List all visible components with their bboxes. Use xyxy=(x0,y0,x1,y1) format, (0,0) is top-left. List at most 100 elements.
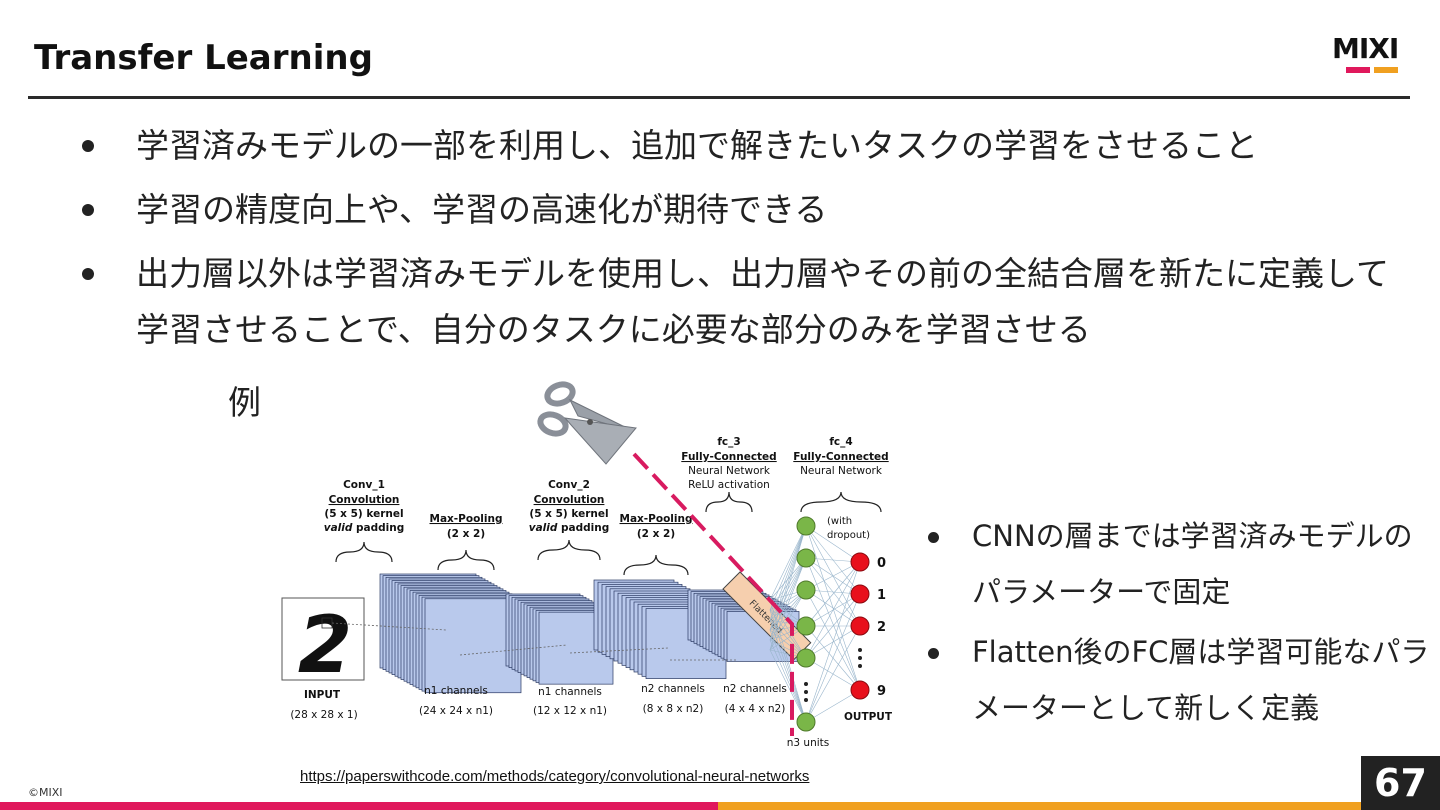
fc4-desc1: Neural Network xyxy=(800,465,883,477)
footer-bar-pink xyxy=(0,802,718,810)
side-bullet-list: CNNの層までは学習済みモデルのパラメーターで固定 Flatten後のFC層は学… xyxy=(922,508,1432,740)
output-node xyxy=(850,680,870,700)
svg-text:valid padding: valid padding xyxy=(324,522,405,534)
output-node xyxy=(850,616,870,636)
conv2-kernel: (5 x 5) kernel xyxy=(529,508,608,520)
ellipsis-dot xyxy=(858,648,862,652)
conv1-padding-em: valid xyxy=(324,522,353,534)
stack3-dims: (8 x 8 x n2) xyxy=(643,703,704,715)
footer-bar-orange xyxy=(718,802,1440,810)
net-edge xyxy=(805,589,861,627)
net-edge xyxy=(805,593,861,723)
dropout-line1: (with xyxy=(827,516,852,527)
net-edge xyxy=(805,589,861,691)
hidden-node xyxy=(796,616,816,636)
net-edge xyxy=(769,609,807,723)
net-edge xyxy=(769,649,807,723)
bullet-item: 学習済みモデルの一部を利用し、追加で解きたいタスクの学習をさせること xyxy=(80,118,1400,174)
svg-text:valid padding: valid padding xyxy=(529,522,610,534)
connector-lines xyxy=(331,622,738,661)
pool2-type: Max-Pooling xyxy=(620,513,693,525)
feature-map xyxy=(424,598,522,694)
output-node-label: 1 xyxy=(877,588,886,603)
conv2-type: Convolution xyxy=(534,494,605,506)
input-dims: (28 x 28 x 1) xyxy=(290,709,357,721)
output-node xyxy=(850,584,870,604)
output-node-label: 9 xyxy=(877,684,886,699)
net-edge xyxy=(805,561,861,723)
brace-fc4 xyxy=(800,491,882,513)
stack1-channels: n1 channels xyxy=(424,685,488,697)
net-connections xyxy=(769,525,861,723)
fc3-name: fc_3 xyxy=(717,436,740,448)
stack2-channels: n1 channels xyxy=(538,686,602,698)
copyright: ©MIXI xyxy=(28,786,63,799)
stack1-dims: (24 x 24 x n1) xyxy=(419,705,493,717)
output-node xyxy=(850,552,870,572)
net-edge xyxy=(769,599,807,723)
net-edge xyxy=(805,561,861,591)
units-label: n3 units xyxy=(787,737,830,749)
bullet-dot-icon xyxy=(82,204,94,216)
dropout-line2: dropout) xyxy=(827,530,870,541)
main-bullet-list: 学習済みモデルの一部を利用し、追加で解きたいタスクの学習をさせること 学習の精度… xyxy=(80,118,1400,366)
conv1-name: Conv_1 xyxy=(343,479,385,491)
bullet-item: 学習の精度向上や、学習の高速化が期待できる xyxy=(80,182,1400,238)
stack4-channels: n2 channels xyxy=(723,683,787,695)
cut-line xyxy=(632,452,794,736)
conv2-padding-em: valid xyxy=(529,522,558,534)
net-edge xyxy=(805,625,861,723)
slide-title: Transfer Learning xyxy=(34,38,373,78)
conv2-name: Conv_2 xyxy=(548,479,590,491)
net-edge xyxy=(769,557,807,611)
net-edge xyxy=(769,589,807,641)
layer-braces xyxy=(335,491,882,576)
ellipsis-dot xyxy=(804,682,808,686)
pool1-header: Max-Pooling (2 x 2) xyxy=(430,513,503,540)
feature-stack-1 xyxy=(379,573,522,694)
ellipsis-dot xyxy=(804,690,808,694)
output-node-label: 2 xyxy=(877,620,886,635)
side-bullet-item: CNNの層までは学習済みモデルのパラメーターで固定 xyxy=(922,508,1432,620)
brace-conv1 xyxy=(335,541,393,563)
output-label: OUTPUT xyxy=(844,711,893,723)
conv2-header: Conv_2 Convolution (5 x 5) kernel valid … xyxy=(529,479,610,534)
logo-bar-pink xyxy=(1346,67,1370,73)
conv1-type: Convolution xyxy=(329,494,400,506)
ellipsis-dot xyxy=(858,664,862,668)
bullet-text: 出力層以外は学習済みモデルを使用し、出力層やその前の全結合層を新たに定義して学習… xyxy=(136,254,1390,349)
net-edge xyxy=(769,609,807,659)
bullet-dot-icon xyxy=(928,648,939,659)
conv1-kernel: (5 x 5) kernel xyxy=(324,508,403,520)
fc4-header: fc_4 Fully-Connected Neural Network xyxy=(793,436,888,477)
logo-bar-orange xyxy=(1374,67,1398,73)
bullet-text: 学習の精度向上や、学習の高速化が期待できる xyxy=(136,190,828,229)
input-label: INPUT xyxy=(304,689,341,701)
net-edge xyxy=(805,689,861,723)
fc3-header: fc_3 Fully-Connected Neural Network ReLU… xyxy=(681,436,776,491)
mixi-logo: MIXI xyxy=(1332,35,1412,76)
fc4-name: fc_4 xyxy=(829,436,852,448)
net-edge xyxy=(805,561,861,627)
net-edge xyxy=(769,525,807,601)
stack2-dims: (12 x 12 x n1) xyxy=(533,705,607,717)
feature-stack-3 xyxy=(593,579,727,679)
pool1-type: Max-Pooling xyxy=(430,513,503,525)
fc3-desc1: Neural Network xyxy=(688,465,771,477)
net-edge xyxy=(805,557,861,691)
net-edge xyxy=(805,525,861,563)
pool2-size: (2 x 2) xyxy=(637,528,675,540)
conv1-header: Conv_1 Convolution (5 x 5) kernel valid … xyxy=(324,479,405,534)
scissors-icon xyxy=(537,381,637,465)
net-edge xyxy=(805,561,861,659)
brace-pool2 xyxy=(623,554,689,576)
bullet-text: 学習済みモデルの一部を利用し、追加で解きたいタスクの学習をさせること xyxy=(136,126,1258,165)
conv1-padding: padding xyxy=(352,522,404,534)
source-link[interactable]: https://paperswithcode.com/methods/categ… xyxy=(300,768,810,785)
page-number: 67 xyxy=(1361,756,1440,810)
brace-conv2 xyxy=(537,539,601,561)
input-image: 2 xyxy=(281,597,365,691)
hidden-node xyxy=(796,712,816,732)
stack3-channels: n2 channels xyxy=(641,683,705,695)
